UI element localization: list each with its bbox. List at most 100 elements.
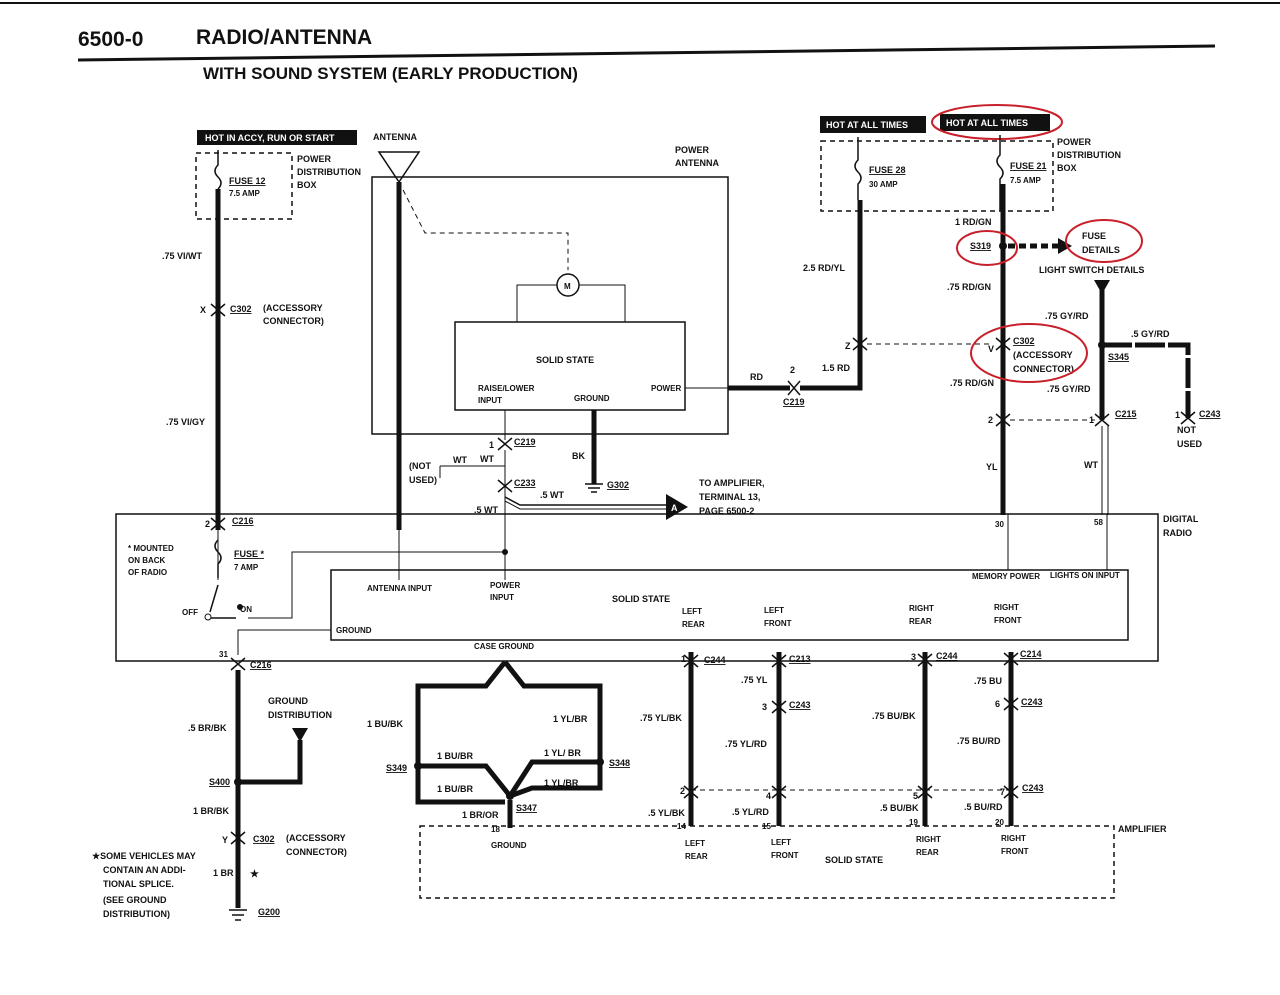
arrow-fuse-details-head	[1058, 238, 1072, 254]
pin-2-c215: 2	[988, 415, 993, 425]
wire-label-1bu-bk: 1 BU/BK	[367, 719, 404, 729]
pin-3-c244: 3	[911, 652, 916, 662]
wire-label-75gy-rd-b: .75 GY/RD	[1047, 384, 1091, 394]
power-input-1: POWER	[490, 581, 520, 590]
pin-5-c243b: 5	[913, 791, 918, 801]
pdb-right-1: POWER	[1057, 137, 1092, 147]
fuse12-box	[195, 152, 293, 220]
pin-58: 58	[1094, 518, 1103, 527]
c216-top-label: C216	[232, 516, 254, 526]
pin-z: Z	[845, 341, 851, 351]
wire-not-used	[439, 465, 505, 478]
antenna-input: ANTENNA INPUT	[367, 584, 432, 593]
g302-label: G302	[607, 480, 629, 490]
pin-18: 18	[491, 825, 500, 834]
fuse21-amp: 7.5 AMP	[1010, 176, 1041, 185]
star-note-5: DISTRIBUTION)	[103, 909, 170, 919]
wire-label-1br: 1 BR	[213, 868, 234, 878]
s319-splice	[999, 242, 1007, 250]
c244-right-connector	[917, 653, 933, 667]
pin-19: 19	[909, 818, 918, 827]
fuse-star-label: FUSE *	[234, 549, 265, 559]
pin-y: Y	[222, 835, 228, 845]
not-used-r1: NOT	[1177, 425, 1197, 435]
left-rear-2: REAR	[682, 620, 705, 629]
c243-rf-label: C243	[1021, 697, 1043, 707]
wire-label-1yl-br-c: 1 YL/BR	[544, 778, 579, 788]
wire-label-75bu-bk: .75 BU/BK	[872, 711, 916, 721]
wire-label-75bu: .75 BU	[974, 676, 1002, 686]
c243-right-connector	[1180, 411, 1196, 425]
power-antenna-1: POWER	[675, 145, 710, 155]
antenna-power-label: POWER	[651, 384, 681, 393]
wire-label-15rd: 1.5 RD	[822, 363, 851, 373]
c243-bottom-label: C243	[1022, 783, 1044, 793]
c213-label: C213	[789, 654, 811, 664]
wire-label-75vi-gy: .75 VI/GY	[166, 417, 205, 427]
pin-1-c244: 1	[681, 654, 686, 664]
right-front-1: RIGHT	[994, 603, 1019, 612]
c215-left-connector	[995, 413, 1011, 427]
not-used-1: (NOT	[409, 461, 431, 471]
raise-lower-1: RAISE/LOWER	[478, 384, 535, 393]
pin-20: 20	[995, 818, 1004, 827]
to-amp-3: PAGE 6500-2	[699, 506, 754, 516]
to-amp-1: TO AMPLIFIER,	[699, 478, 765, 488]
not-used-r2: USED	[1177, 439, 1203, 449]
pin-4-c243b: 4	[766, 791, 771, 801]
c243-right-label: C243	[1199, 409, 1221, 419]
wire-label-1br-or: 1 BR/OR	[462, 810, 499, 820]
wire-label-1bu-br-b: 1 BU/BR	[437, 784, 474, 794]
pin-2-c219r: 2	[790, 365, 795, 375]
wire-label-75gy-rd-a: .75 GY/RD	[1045, 311, 1089, 321]
star-note-4: (SEE GROUND	[103, 895, 167, 905]
wire-wt-lights	[1101, 426, 1109, 515]
star-mark: ★	[250, 869, 259, 880]
pin-3-c243: 3	[762, 702, 767, 712]
pin-31: 31	[219, 650, 228, 659]
accessory-bottom-2: CONNECTOR)	[286, 847, 347, 857]
wire-label-wt-2: WT	[453, 455, 467, 465]
to-amp-2: TERMINAL 13,	[699, 492, 760, 502]
wire-5wt-to-amp	[504, 496, 668, 506]
c243-b2-connector	[771, 785, 787, 799]
wire-label-1yl-br-a: 1 YL/BR	[553, 714, 588, 724]
wire-label-5bu-bk: .5 BU/BK	[880, 803, 919, 813]
pin-2-c243b: 2	[680, 786, 685, 796]
s347-splice	[506, 792, 514, 800]
wire-label-1br-bk: 1 BR/BK	[193, 806, 230, 816]
left-rear-1: LEFT	[682, 607, 702, 616]
c302-left-connector	[210, 303, 226, 317]
mounted-2: ON BACK	[128, 556, 166, 565]
wire-label-75vi-wt: .75 VI/WT	[162, 251, 203, 261]
c233-label: C233	[514, 478, 536, 488]
c243-lf-label: C243	[789, 700, 811, 710]
pin-7-c243b: 7	[1000, 787, 1005, 797]
page-subtitle: WITH SOUND SYSTEM (EARLY PRODUCTION)	[203, 64, 578, 83]
lights-on-input: LIGHTS ON INPUT	[1050, 571, 1120, 580]
fuse21-symbol	[996, 135, 1004, 211]
light-switch-details: LIGHT SWITCH DETAILS	[1039, 265, 1144, 275]
pin-6-c243: 6	[995, 699, 1000, 709]
right-rear-2: REAR	[909, 617, 932, 626]
wire-label-1bu-br-a: 1 BU/BR	[437, 751, 474, 761]
switch-on-node	[237, 604, 243, 610]
wire-label-75yl-rd: .75 YL/RD	[725, 739, 767, 749]
mounted-3: OF RADIO	[128, 568, 167, 577]
pdb-left-2: DISTRIBUTION	[297, 167, 361, 177]
fuse-star-symbol	[214, 539, 222, 578]
s348-label: S348	[609, 758, 630, 768]
amp-left-front-1: LEFT	[771, 838, 791, 847]
fuse-star-amp: 7 AMP	[234, 563, 259, 572]
star-note-3: TIONAL SPLICE.	[103, 879, 174, 889]
amp-ground-label: GROUND	[491, 841, 527, 850]
fuse12-label: FUSE 12	[229, 176, 266, 186]
memory-power: MEMORY POWER	[972, 572, 1040, 581]
c243-lf-connector	[771, 700, 787, 714]
g200-symbol	[229, 909, 247, 921]
wire-radio-ground	[237, 629, 331, 655]
case-ground-loop	[415, 660, 603, 805]
annotation-hot-all	[931, 104, 1063, 140]
wire-label-rd: RD	[750, 372, 763, 382]
